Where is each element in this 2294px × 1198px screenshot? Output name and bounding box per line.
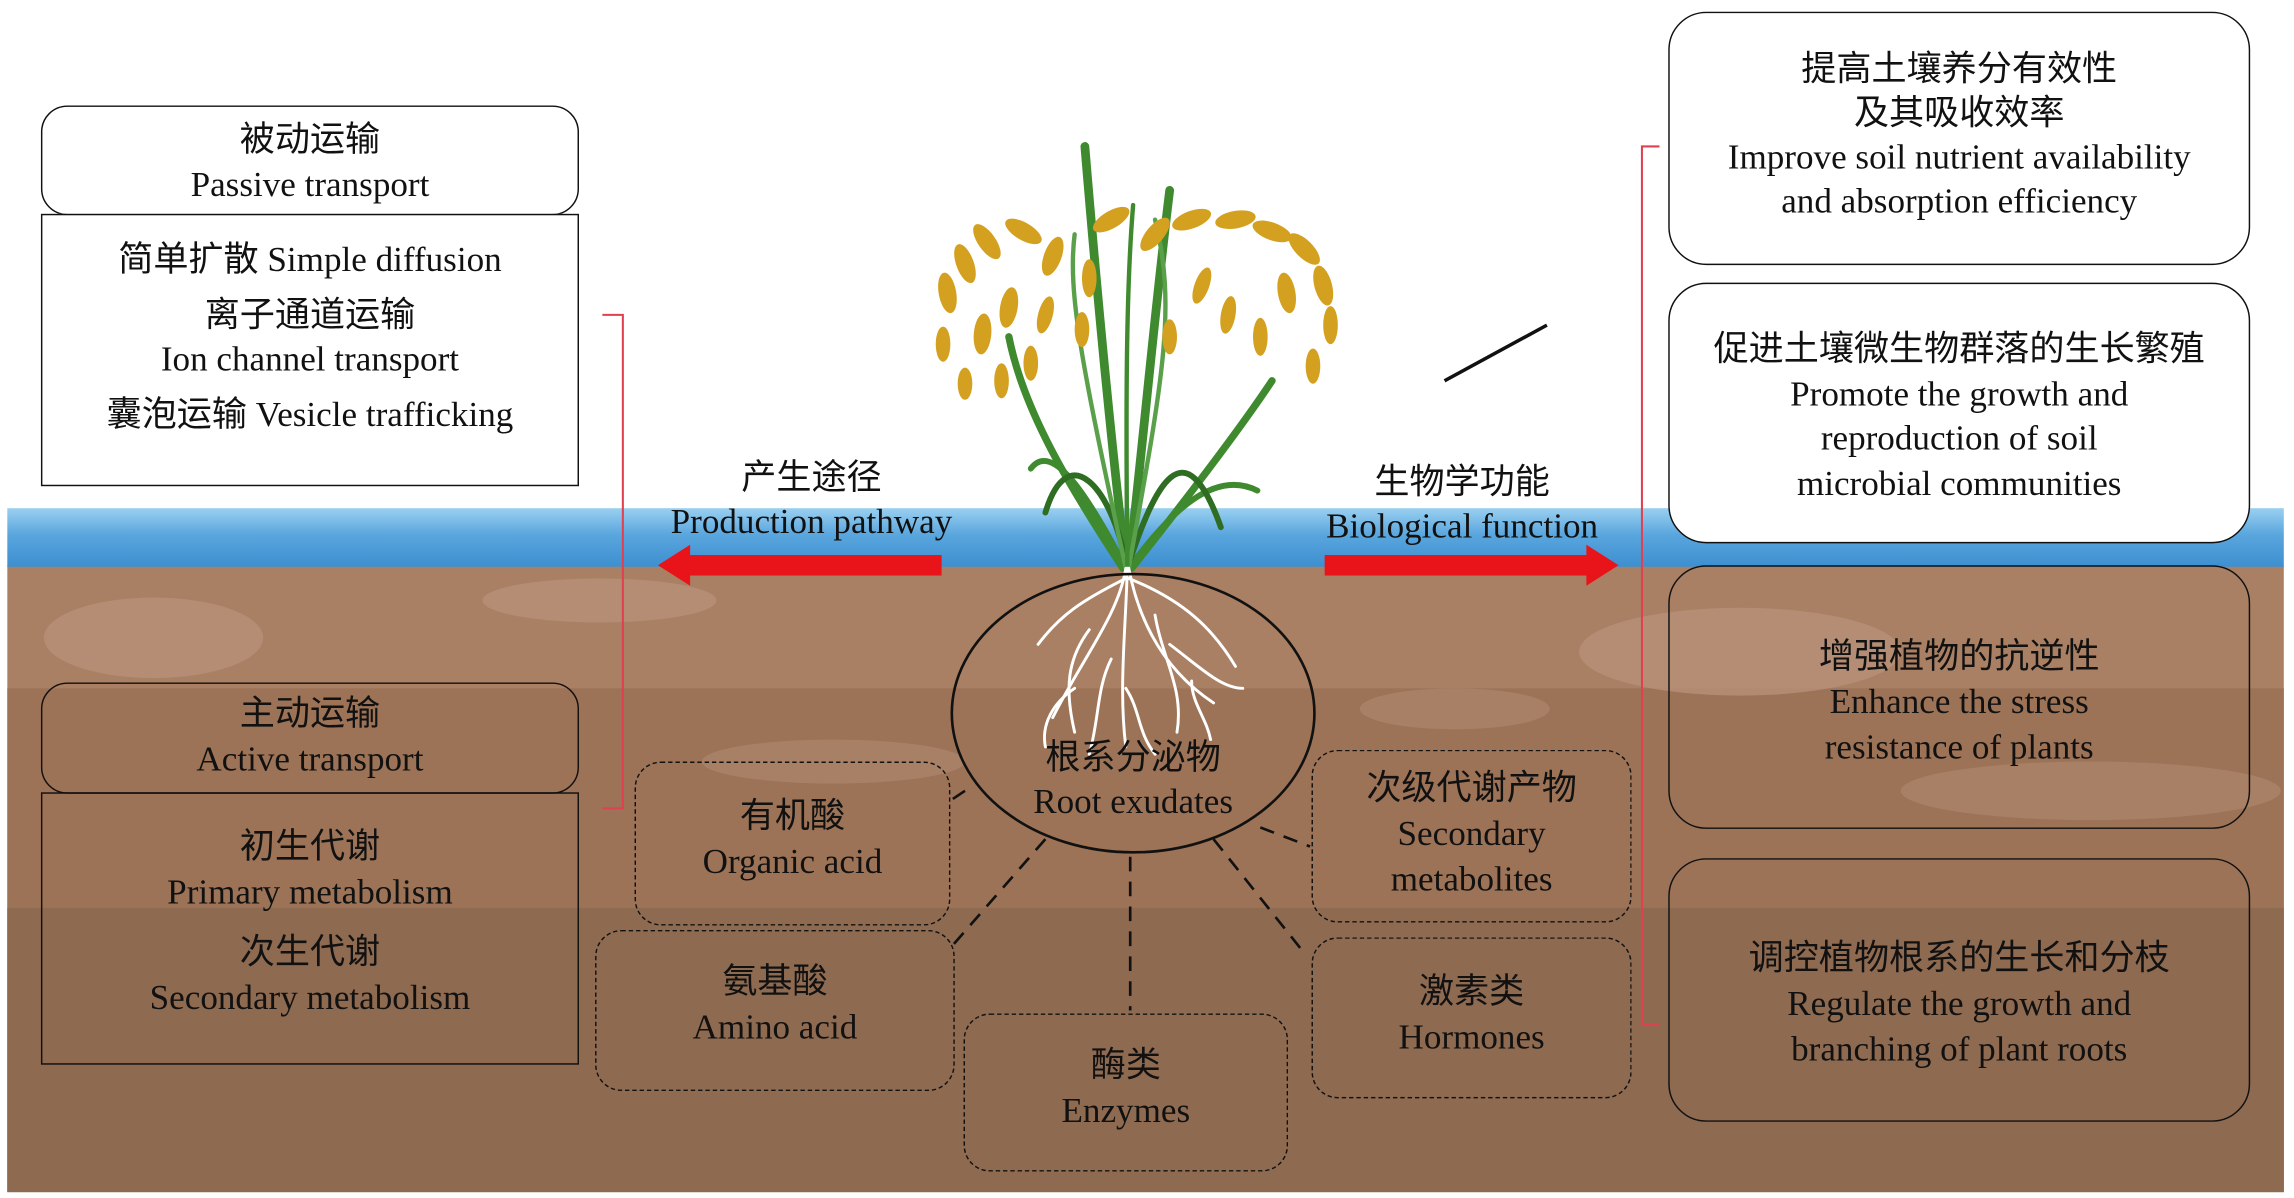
function-text: resistance of plants — [1824, 729, 2094, 768]
active-transport-header: 主动运输 Active transport — [40, 682, 579, 794]
root-exudates-label: 根系分泌物 Root exudates — [994, 737, 1272, 825]
function-root-growth-box: 调控植物根系的生长和分枝 Regulate the growth and bra… — [1668, 858, 2251, 1122]
amino-acid-box: 氨基酸 Amino acid — [595, 929, 955, 1092]
passive-transport-en: Passive transport — [190, 166, 430, 206]
function-text: Improve soil nutrient availability — [1727, 139, 2191, 178]
enzymes-zh: 酶类 — [1090, 1047, 1161, 1086]
soil-patch — [43, 597, 264, 679]
organic-acid-en: Organic acid — [702, 843, 883, 882]
root-exudates-ellipse — [950, 572, 1316, 854]
passive-item: 离子通道运输 — [204, 297, 416, 336]
function-stress-box: 增强植物的抗逆性 Enhance the stress resistance o… — [1668, 565, 2251, 829]
hormones-box: 激素类 Hormones — [1311, 937, 1632, 1099]
function-text: branching of plant roots — [1791, 1031, 2128, 1070]
secondary-metabolites-en1: Secondary — [1397, 815, 1546, 854]
rice-plant-icon — [935, 142, 1338, 573]
amino-acid-en: Amino acid — [692, 1009, 858, 1048]
hormones-zh: 激素类 — [1418, 973, 1525, 1012]
enzymes-en: Enzymes — [1061, 1092, 1191, 1131]
root-exudates-en: Root exudates — [1033, 783, 1234, 822]
passive-transport-header: 被动运输 Passive transport — [40, 105, 579, 216]
function-nutrient-box: 提高土壤养分有效性 及其吸收效率 Improve soil nutrient a… — [1668, 11, 2251, 266]
passive-item: 简单扩散 Simple diffusion — [118, 241, 502, 280]
organic-acid-box: 有机酸 Organic acid — [634, 761, 951, 926]
arrow-left-icon — [657, 544, 942, 586]
root-system-icon — [1036, 566, 1245, 756]
function-text: Promote the growth and — [1790, 375, 2129, 414]
function-text: Enhance the stress — [1829, 683, 2089, 722]
active-item: 初生代谢 — [239, 828, 381, 867]
production-pathway-zh: 产生途径 — [741, 459, 882, 498]
organic-acid-zh: 有机酸 — [739, 798, 846, 837]
production-pathway-en: Production pathway — [670, 503, 953, 542]
secondary-metabolites-zh: 次级代谢产物 — [1366, 770, 1577, 809]
passive-item: Ion channel transport — [160, 341, 460, 380]
active-transport-en: Active transport — [196, 741, 424, 780]
active-item: Secondary metabolism — [149, 979, 471, 1018]
function-text: and absorption efficiency — [1781, 183, 2138, 222]
function-microbial-box: 促进土壤微生物群落的生长繁殖 Promote the growth and re… — [1668, 282, 2251, 544]
connectors — [946, 789, 1311, 1011]
function-text: 促进土壤微生物群落的生长繁殖 — [1713, 330, 2205, 370]
soil-layer-deep — [7, 907, 2284, 1193]
function-text: 提高土壤养分有效性 — [1801, 51, 2118, 90]
function-text: 增强植物的抗逆性 — [1818, 638, 2100, 677]
root-exudates-zh: 根系分泌物 — [1045, 739, 1221, 778]
passive-item: 囊泡运输 Vesicle trafficking — [106, 396, 514, 435]
function-text: 及其吸收效率 — [1853, 95, 2065, 134]
active-item: 次生代谢 — [239, 934, 381, 973]
function-text: reproduction of soil — [1820, 420, 2098, 459]
secondary-metabolites-box: 次级代谢产物 Secondary metabolites — [1311, 749, 1632, 923]
soil-patch — [1359, 688, 1550, 730]
hormones-en: Hormones — [1398, 1019, 1545, 1058]
active-item: Primary metabolism — [167, 874, 453, 913]
bracket-right — [1640, 145, 1660, 1027]
soil-patch — [701, 739, 965, 784]
enzymes-box: 酶类 Enzymes — [963, 1013, 1289, 1172]
soil-patch — [1579, 607, 1901, 696]
passive-transport-list: 简单扩散 Simple diffusion 离子通道运输 Ion channel… — [40, 213, 579, 487]
arrow-right-icon — [1324, 544, 1619, 586]
production-pathway-label: 产生途径 Production pathway — [643, 457, 979, 545]
function-text: Regulate the growth and — [1787, 985, 2132, 1024]
biological-function-en: Biological function — [1326, 508, 1599, 547]
biological-function-zh: 生物学功能 — [1374, 464, 1550, 503]
active-transport-list: 初生代谢 Primary metabolism 次生代谢 Secondary m… — [40, 792, 579, 1065]
active-transport-zh: 主动运输 — [239, 695, 381, 734]
amino-acid-zh: 氨基酸 — [722, 963, 828, 1002]
secondary-metabolites-en2: metabolites — [1390, 861, 1553, 900]
passive-transport-zh: 被动运输 — [239, 121, 381, 160]
function-text: 调控植物根系的生长和分枝 — [1748, 940, 2170, 979]
soil-patch — [482, 578, 717, 623]
decorative-line — [1443, 323, 1548, 383]
biological-function-label: 生物学功能 Biological function — [1294, 461, 1630, 549]
bracket-left — [602, 313, 624, 810]
function-text: microbial communities — [1796, 464, 2122, 504]
